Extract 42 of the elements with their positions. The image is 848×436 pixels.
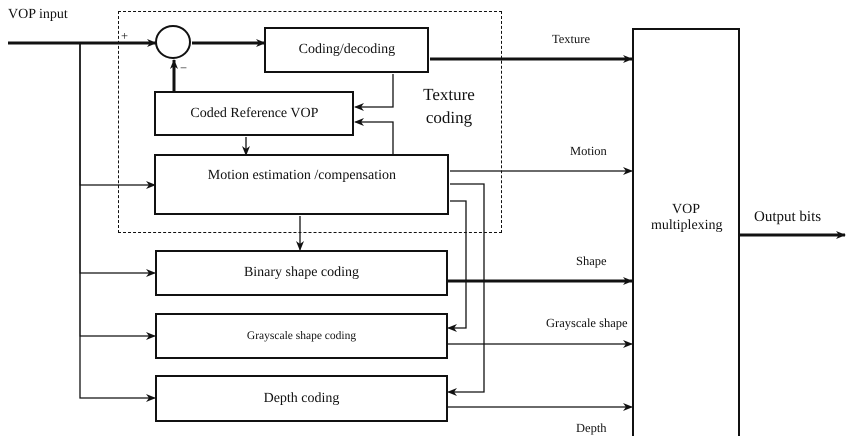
process-box xyxy=(155,375,448,422)
arrow xyxy=(354,118,394,156)
edge-label: Texture xyxy=(552,33,590,46)
dashed-group-box xyxy=(118,11,502,233)
node-label: Grayscale shape coding xyxy=(246,330,356,342)
multiplexer-box xyxy=(632,28,740,436)
arrow xyxy=(296,216,304,251)
arrow xyxy=(8,39,157,47)
edge-label: Depth xyxy=(576,422,607,434)
summing-circle xyxy=(155,25,192,60)
arrow xyxy=(242,137,250,156)
node-label: Coding/decoding xyxy=(298,42,396,58)
process-box xyxy=(155,313,448,359)
arrow xyxy=(740,231,846,239)
edge-label: − xyxy=(180,62,188,74)
edge-label: Output bits xyxy=(754,210,822,225)
arrow xyxy=(354,73,394,111)
arrow xyxy=(170,59,178,92)
sign-label: + xyxy=(121,30,128,42)
process-box xyxy=(154,91,354,136)
node-label: Motion estimation /compensation xyxy=(208,168,396,184)
node-label: Coded Reference VOP xyxy=(190,106,318,122)
arrow xyxy=(447,183,485,396)
arrow xyxy=(192,39,266,47)
node-label: Binary shape coding xyxy=(244,265,360,281)
arrow xyxy=(448,277,633,285)
arrow xyxy=(448,403,633,411)
arrow xyxy=(430,55,633,63)
arrow xyxy=(8,42,156,402)
node-label: VOP multiplexing xyxy=(651,202,721,234)
arrow xyxy=(447,200,467,332)
edge-label: Shape xyxy=(576,255,607,268)
edge-label: Motion xyxy=(570,145,607,158)
process-box xyxy=(264,27,430,74)
group-label: Texture coding xyxy=(422,84,476,129)
node-label: Depth coding xyxy=(264,390,340,406)
edge-label: VOP input xyxy=(8,8,68,22)
arrow xyxy=(450,167,633,175)
arrow xyxy=(448,340,633,348)
edge-label: Grayscale shape xyxy=(546,317,628,330)
process-box xyxy=(155,250,448,296)
process-box xyxy=(154,154,450,216)
